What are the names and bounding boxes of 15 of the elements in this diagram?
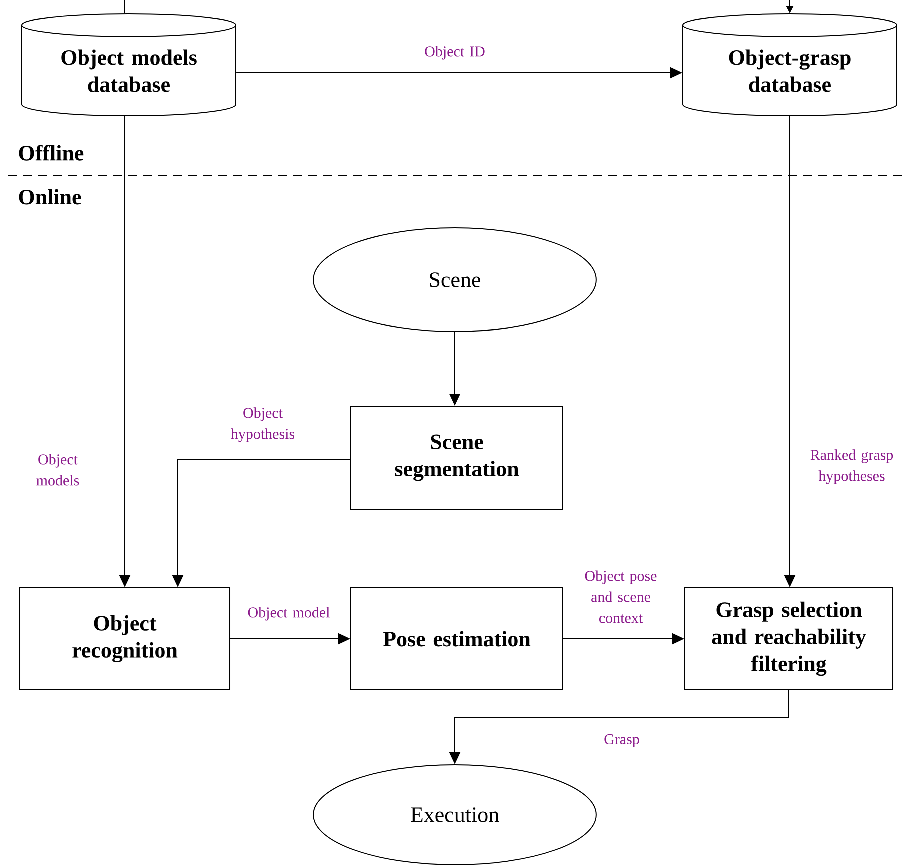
- section-label: Offline: [19, 145, 84, 161]
- edge-label: Object ID: [425, 46, 485, 60]
- edge-label: Object pose and scene context: [585, 570, 657, 624]
- edge-label: Object model: [248, 607, 330, 621]
- process-box: Pose estimation: [350, 587, 564, 690]
- process-box: Grasp selection and reachability filtering: [684, 587, 894, 690]
- process-box: Object recognition: [20, 587, 230, 690]
- process-box: Scene segmentation: [350, 406, 564, 510]
- edge-label: Ranked grasp hypotheses: [810, 450, 894, 484]
- edge-label: Object hypothesis: [231, 408, 295, 442]
- edge-label: Grasp: [604, 734, 640, 748]
- database-cylinder: Object-grasp database: [682, 14, 898, 117]
- edge-label: Object models: [36, 454, 80, 486]
- database-cylinder: Object models database: [22, 14, 236, 117]
- section-label: Online: [19, 189, 82, 205]
